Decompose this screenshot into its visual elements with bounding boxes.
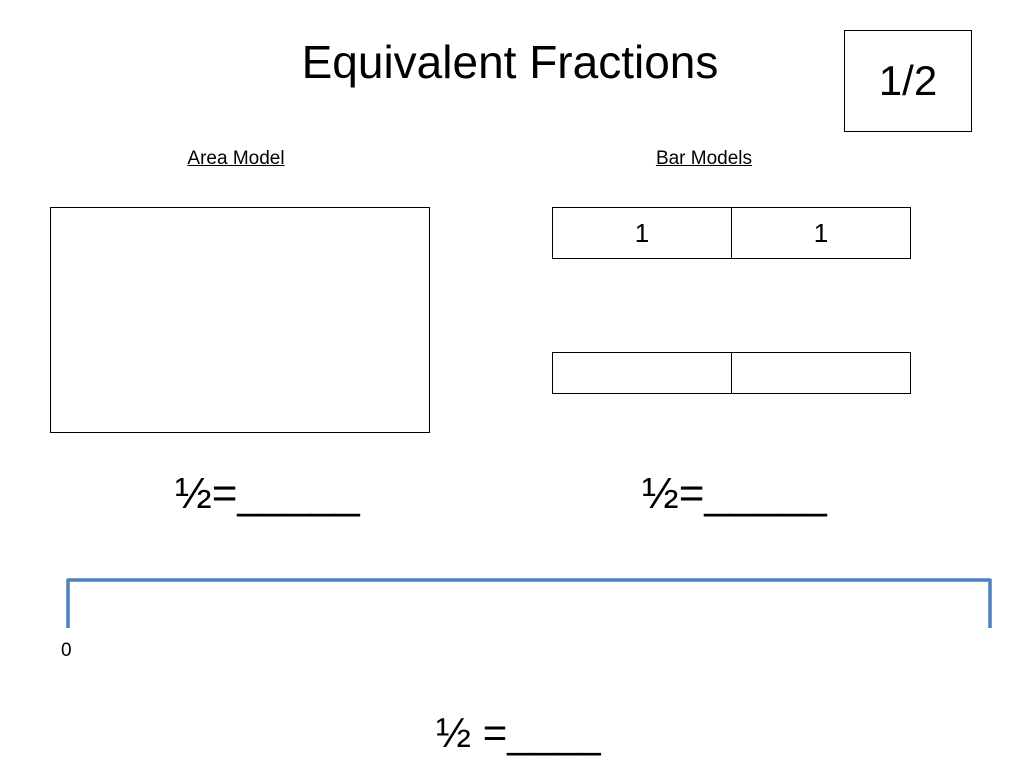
number-line <box>66 578 992 628</box>
number-line-equation: ½ =____ <box>436 709 601 756</box>
bar-bottom-cell-1 <box>553 353 731 393</box>
bar-model-equation: ½=_____ <box>642 469 827 518</box>
area-model-equation: ½=_____ <box>175 469 360 518</box>
bar-model-top: 1 1 <box>552 207 911 259</box>
bar-top-cell-2: 1 <box>731 208 910 258</box>
bar-model-bottom <box>552 352 911 394</box>
page-title: Equivalent Fractions <box>301 36 719 88</box>
area-model-label: Area Model <box>187 148 285 169</box>
area-model-rectangle <box>50 207 430 433</box>
bar-bottom-cell-2 <box>731 353 910 393</box>
bar-top-cell-1: 1 <box>634 217 650 248</box>
bar-models-label: Bar Models <box>655 148 753 169</box>
target-fraction: 1/2 <box>878 57 938 104</box>
target-fraction-box: 1/2 <box>844 30 972 132</box>
number-line-start-label: 0 <box>61 640 72 661</box>
number-line-bracket <box>66 578 992 628</box>
